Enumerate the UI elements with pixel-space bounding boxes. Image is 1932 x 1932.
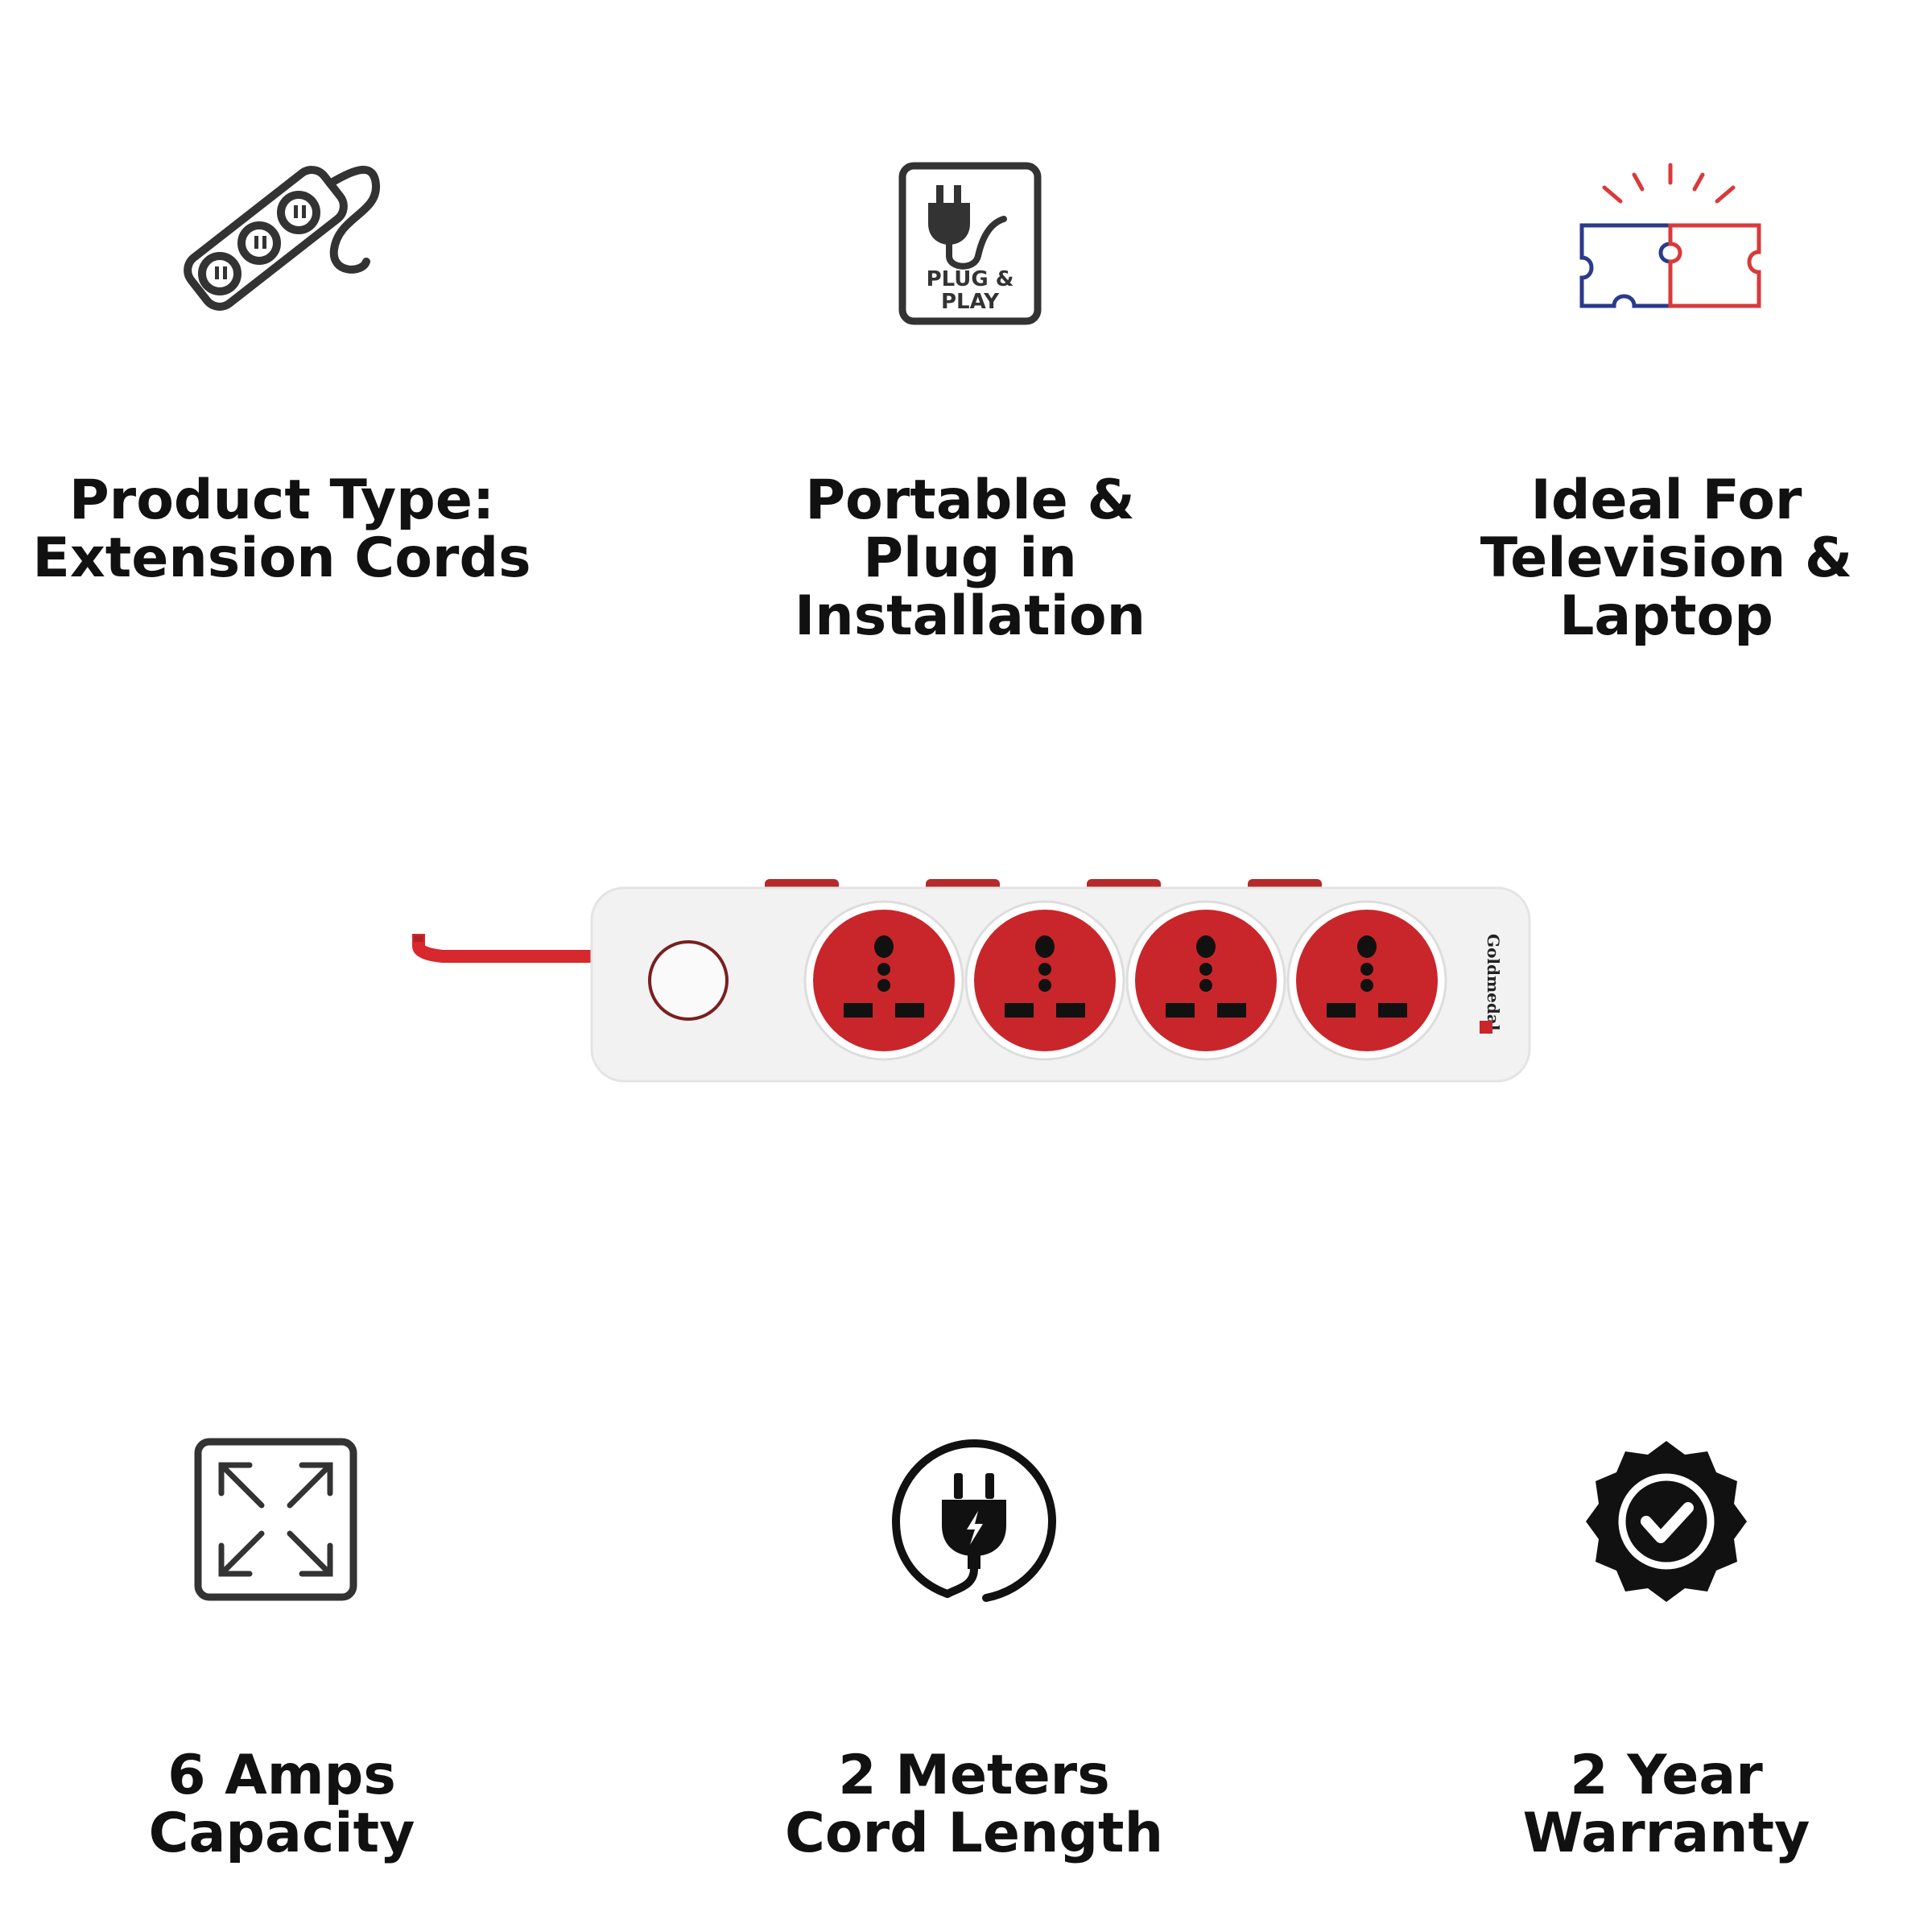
feature-label-warranty: 2 Year Warranty <box>1522 1744 1810 1865</box>
socket-group <box>803 900 1447 1061</box>
warranty-badge-icon <box>1582 1437 1751 1606</box>
feature-label-capacity: 6 Amps Capacity <box>148 1744 415 1865</box>
expand-arrows-icon <box>193 1437 358 1602</box>
plug-and-play-icon: PLUG & PLAY <box>898 161 1042 326</box>
plug-play-icon-text-2: PLAY <box>941 290 1000 314</box>
brand-logo-text: Goldmedal <box>1484 934 1503 1031</box>
feature-label-ideal-for: Ideal For Television & Laptop <box>1480 469 1853 648</box>
feature-label-cord-length: 2 Meters Cord Length <box>785 1744 1163 1865</box>
plug-play-icon-text-1: PLUG & <box>927 267 1014 291</box>
plug-cord-icon <box>890 1437 1059 1606</box>
feature-label-product-type: Product Type: Extension Cords <box>32 469 531 590</box>
feature-label-portable: Portable & Plug in Installation <box>794 469 1146 648</box>
extension-cord-icon <box>165 153 390 338</box>
puzzle-compatibility-icon <box>1574 157 1771 318</box>
extension-board-image: Goldmedal <box>411 853 1554 1095</box>
